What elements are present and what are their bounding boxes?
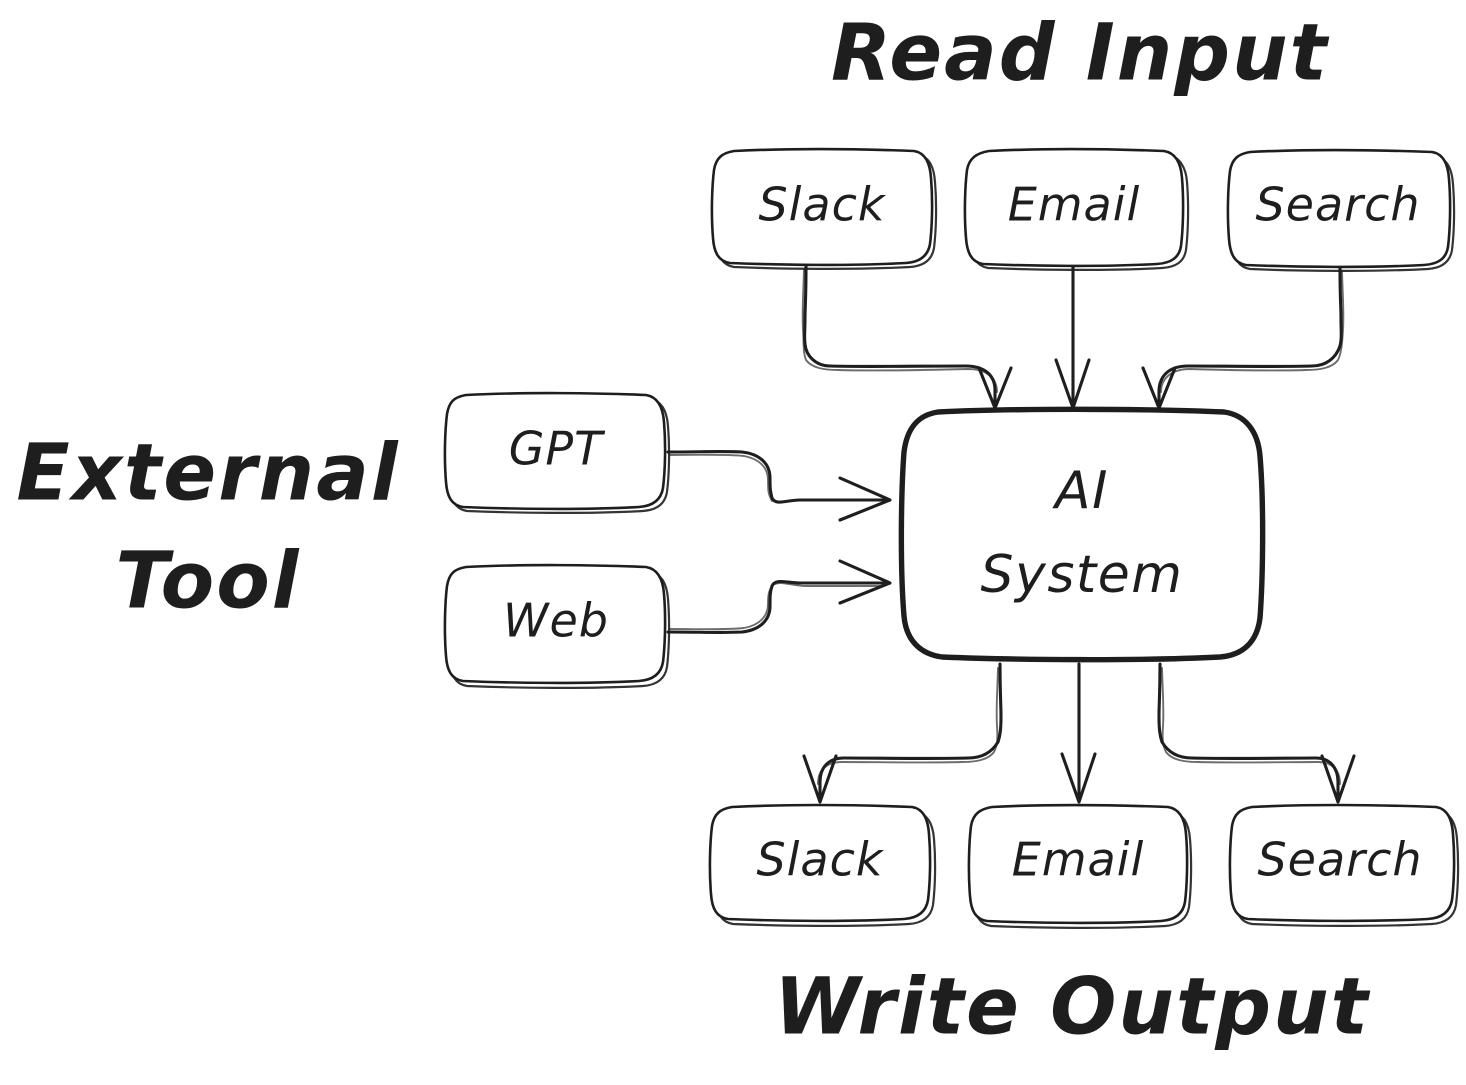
node-output-search-label: Search <box>1257 833 1422 887</box>
node-input-email-label: Email <box>1008 178 1141 232</box>
node-tool-web[interactable]: Web <box>443 563 671 689</box>
edge-slack-to-ai-system <box>801 264 1013 410</box>
node-output-email-label: Email <box>1012 833 1145 887</box>
group-label-external-tool-line1: External <box>16 428 399 518</box>
edge-web-to-ai-system <box>666 559 892 634</box>
group-label-external-tool-line2: Tool <box>115 536 300 626</box>
node-tool-gpt[interactable]: GPT <box>443 391 671 514</box>
edge-ai-system-to-email <box>1060 662 1097 804</box>
node-output-slack-label: Slack <box>756 833 884 887</box>
group-label-read-input: Read Input <box>831 8 1330 98</box>
node-input-slack-label: Slack <box>758 178 886 232</box>
node-tool-gpt-label: GPT <box>509 422 606 476</box>
edge-search-to-ai-system <box>1141 264 1345 410</box>
node-input-search-label: Search <box>1255 178 1420 232</box>
node-input-email[interactable]: Email <box>963 147 1190 271</box>
node-ai-system[interactable]: AI System <box>898 406 1266 663</box>
node-input-search[interactable]: Search <box>1226 148 1456 272</box>
node-output-email[interactable]: Email <box>967 803 1193 929</box>
node-output-search[interactable]: Search <box>1228 803 1460 927</box>
edge-email-to-ai-system <box>1054 264 1091 410</box>
node-output-slack[interactable]: Slack <box>708 803 937 927</box>
edge-ai-system-to-search <box>1157 662 1356 804</box>
node-ai-system-label-line2: System <box>981 545 1184 605</box>
node-tool-web-label: Web <box>503 594 609 648</box>
edge-gpt-to-ai-system <box>666 450 892 522</box>
edge-ai-system-to-slack <box>802 662 1003 804</box>
group-label-write-output: Write Output <box>774 962 1370 1052</box>
node-ai-system-label-line1: AI <box>1052 461 1109 521</box>
node-input-slack[interactable]: Slack <box>710 147 938 270</box>
